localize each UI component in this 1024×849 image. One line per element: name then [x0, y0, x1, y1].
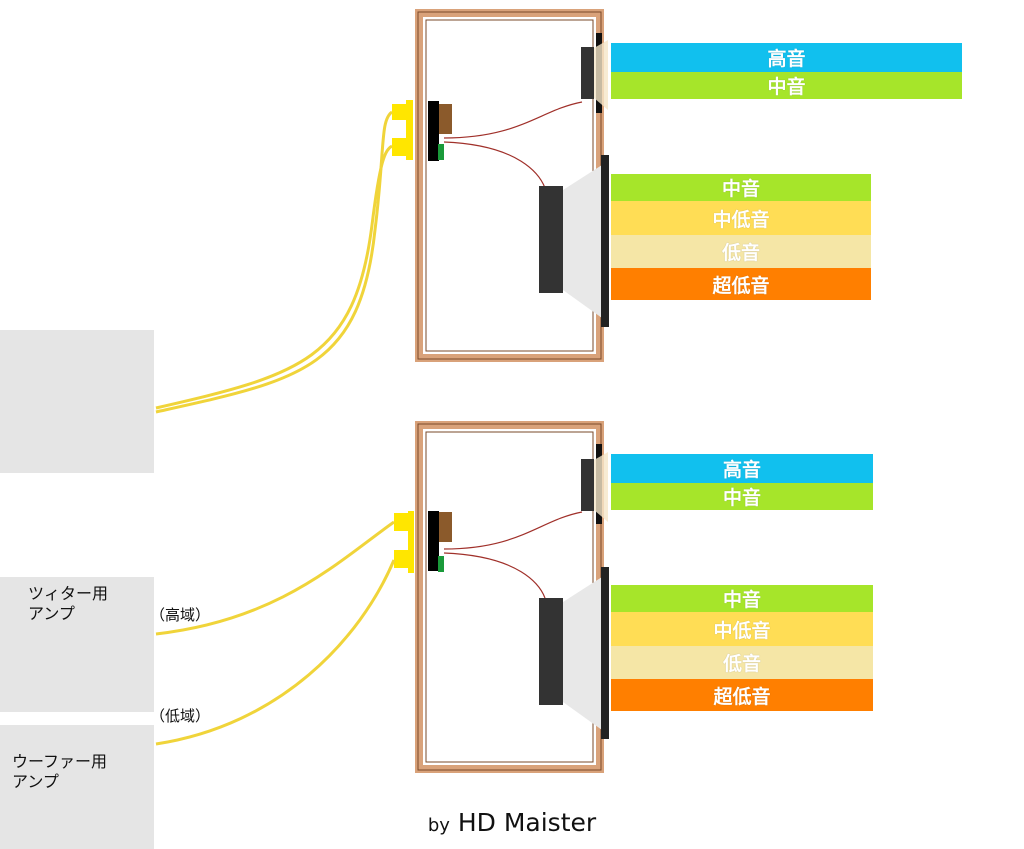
top-signal-wire-tweeter [443, 101, 583, 139]
bottom-woofer-band-mid-low: 中低音 [611, 612, 873, 646]
credit: by HD Maister [0, 808, 1024, 837]
top-woofer-band-mid-low: 中低音 [611, 201, 871, 235]
top-tweeter-band-high: 高音 [611, 43, 962, 72]
bottom-terminal [394, 511, 452, 573]
low-range-label: （低域） [150, 707, 211, 725]
top-woofer-band-mid: 中音 [611, 174, 871, 201]
woofer-amp-label: ウーファー用 アンプ [12, 752, 108, 791]
single-amp-cable-a [155, 110, 393, 414]
bottom-woofer [539, 567, 609, 739]
top-tweeter-band-mid: 中音 [611, 72, 962, 99]
tweeter-amp-label: ツィター用 アンプ [28, 584, 109, 623]
bottom-tweeter-band-mid: 中音 [611, 483, 873, 510]
credit-name: HD Maister [457, 808, 597, 837]
low-cable [155, 559, 396, 746]
bottom-woofer-band-sub-low: 超低音 [611, 679, 873, 711]
top-woofer-band-sub-low: 超低音 [611, 268, 871, 300]
top-signal-wire-woofer [443, 141, 546, 189]
credit-by: by [427, 815, 450, 836]
tweeter-amp-box [0, 577, 154, 712]
high-range-label: （高域） [150, 606, 211, 624]
bottom-signal-wire-woofer [443, 552, 546, 599]
single-amp-box [0, 330, 154, 473]
top-woofer-band-low: 低音 [611, 235, 871, 268]
bottom-woofer-band-low: 低音 [611, 646, 873, 679]
top-woofer [539, 155, 609, 327]
bottom-signal-wire-tweeter [443, 511, 583, 550]
bottom-tweeter-band-high: 高音 [611, 454, 873, 483]
high-cable [155, 520, 395, 636]
top-terminal [392, 100, 452, 161]
top-tweeter [581, 33, 608, 113]
bottom-tweeter [581, 444, 608, 524]
single-amp-cable-b [155, 144, 393, 410]
woofer-amp-box [0, 725, 154, 849]
bottom-woofer-band-mid: 中音 [611, 585, 873, 612]
